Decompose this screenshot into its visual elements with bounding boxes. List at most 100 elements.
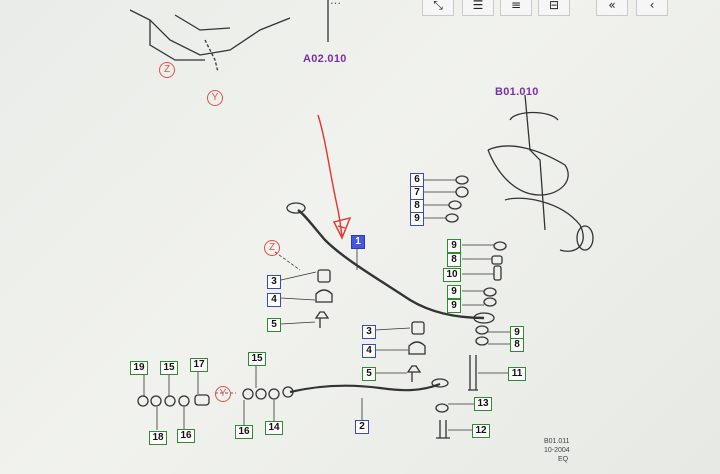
bushing-left [317,269,331,283]
callout-8b[interactable]: 8 [447,253,461,267]
knuckle [504,197,584,252]
washer-7 [455,186,469,198]
stabilizer-bar-lower [289,382,441,394]
leader-z [274,251,301,271]
footer-date: 10-2004 [544,447,570,454]
drawing-footer: B01.011 10-2004 EQ [544,437,570,464]
nut-13 [435,403,449,413]
callout-4b[interactable]: 4 [362,344,376,358]
detail-view-icon[interactable]: ≡ [500,0,532,16]
callout-8c[interactable]: 8 [510,338,524,352]
bar-end-eye-right [473,312,495,324]
callout-19[interactable]: 19 [130,361,148,375]
subframe-arm [149,20,205,61]
washer-15b [242,388,254,400]
spacer-17 [194,394,210,406]
clamp-left [315,289,333,303]
spacer-10 [493,265,502,281]
split-view-glyph: ⊟ [548,0,560,12]
footer-code: B01.011 [544,438,570,445]
stabilizer-bar [297,209,485,320]
callout-17[interactable]: 17 [190,358,208,372]
callout-9a[interactable]: 9 [410,212,424,226]
callout-3b[interactable]: 3 [362,325,376,339]
washer-18 [150,395,162,407]
bolt-left [314,311,330,328]
callout-15b[interactable]: 15 [248,352,266,366]
split-view-icon[interactable]: ⊟ [538,0,570,16]
callout-9b[interactable]: 9 [447,239,461,253]
washer-14 [268,388,280,400]
leader-3b [374,327,411,331]
clamp-mid [408,341,426,355]
washer-8 [448,200,462,210]
viewer-toolbar: ⤡ ☰ ≡ ⊟ « ‹ [400,0,720,16]
callout-16b[interactable]: 16 [235,425,253,439]
list-view-icon[interactable]: ☰ [462,0,494,16]
callout-1[interactable]: 1 [351,235,365,249]
bushing-9d [483,297,497,307]
callout-5b[interactable]: 5 [362,367,376,381]
leader-3a [280,271,317,281]
callout-6[interactable]: 6 [410,173,424,187]
hub [576,225,594,251]
washer-8b [491,255,503,265]
subframe-leader [204,39,219,73]
circle-y-top: Y [207,90,223,106]
subframe-outline [129,9,291,56]
fit-view-icon[interactable]: ⤡ [422,0,454,16]
washer-16 [178,395,190,407]
prev-page-glyph: ‹ [649,0,655,12]
washer-8c [475,336,489,346]
leader-4a [280,297,316,301]
nut-6 [455,175,469,185]
callout-12[interactable]: 12 [472,424,490,438]
fit-view-glyph: ⤡ [433,0,443,12]
callout-11[interactable]: 11 [508,367,526,381]
bushing-9 [445,213,459,223]
bolt-11 [468,355,478,391]
callout-9d[interactable]: 9 [447,299,461,313]
callout-2[interactable]: 2 [355,420,369,434]
callout-13[interactable]: 13 [474,397,492,411]
callout-7[interactable]: 7 [410,186,424,200]
bushing-9c [483,287,497,297]
washer-15 [164,395,176,407]
bar-end-eye-left [286,202,306,214]
annotation-arrow [317,114,352,240]
list-view-glyph: ☰ [472,0,484,12]
ref-a02-010[interactable]: A02.010 [303,53,347,65]
circle-z-top: Z [159,62,175,78]
callout-4a[interactable]: 4 [267,293,281,307]
callout-9c[interactable]: 9 [447,285,461,299]
bushing-9e [475,325,489,335]
bolt-12 [436,420,450,439]
callout-16a[interactable]: 16 [177,429,195,443]
leader-5a [280,321,316,325]
footer-variant: EQ [558,456,569,463]
callout-10[interactable]: 10 [443,268,461,282]
strut-mount [509,111,559,121]
washer-14b [282,386,294,398]
title-fragment: … [330,0,341,7]
callout-8a[interactable]: 8 [410,199,424,213]
detail-view-glyph: ≡ [510,0,522,12]
washer-16b [255,388,267,400]
bushing-mid [411,321,425,335]
callout-5a[interactable]: 5 [267,318,281,332]
ref-b01-010[interactable]: B01.010 [495,86,539,98]
callout-3a[interactable]: 3 [267,275,281,289]
lower-bar-eye [431,378,449,388]
circle-y-bottom: Y [215,386,231,402]
callout-14[interactable]: 14 [265,421,283,435]
strut [524,94,546,231]
callout-15a[interactable]: 15 [160,361,178,375]
callout-18[interactable]: 18 [149,431,167,445]
first-page-icon[interactable]: « [596,0,628,16]
bolt-mid [406,365,422,382]
circle-z-mid: Z [264,240,280,256]
prev-page-icon[interactable]: ‹ [636,0,668,16]
first-page-glyph: « [608,0,616,12]
washer-19 [137,395,149,407]
